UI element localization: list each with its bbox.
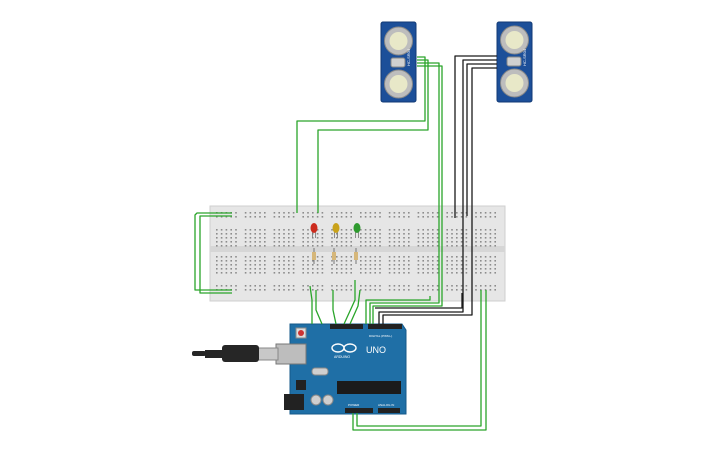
wire-left-rail-2 (199, 215, 232, 294)
usb-cable (192, 345, 279, 362)
wire-led-4 (349, 289, 361, 325)
wire-sensor-left-2 (317, 59, 429, 213)
wire-sensor-left-1 (296, 56, 426, 213)
led-array (310, 223, 361, 238)
atmega-chip (337, 381, 401, 394)
wire-led-5 (309, 285, 313, 324)
wire-sensor-right-2 (378, 59, 497, 324)
board-model-label: UNO (366, 345, 386, 355)
red-led (310, 223, 318, 238)
wire-gnd-rail (375, 293, 463, 309)
wire-led-1 (315, 290, 323, 325)
wire-bottom-loop-1 (356, 290, 482, 427)
power-header-label: POWER (348, 403, 360, 407)
power-jack (284, 394, 304, 410)
wire-sensor-left-3 (369, 62, 440, 324)
ultrasonic-sensor-left: HC-SR04 (380, 21, 417, 103)
digital-header-label: DIGITAL (PWM~) (369, 334, 392, 338)
sensor-left-model-label: HC-SR04 (406, 48, 411, 66)
yellow-led (332, 223, 340, 238)
resistor-3 (354, 248, 358, 264)
breadboard-holes (216, 212, 496, 291)
wire-sensor-right-4 (382, 67, 497, 324)
wire-vcc-rail (365, 296, 431, 324)
board-brand-label: ARDUINO (334, 355, 350, 359)
ultrasonic-sensor-right: HC-SR04 (496, 21, 533, 103)
arduino-logo (331, 343, 357, 353)
wires (194, 55, 497, 431)
wire-sensor-right-gnd-1 (454, 55, 497, 218)
wire-sensor-right-3 (466, 63, 497, 216)
wire-left-rail-1 (194, 212, 232, 291)
resistor-1 (312, 248, 316, 264)
breadboard (209, 205, 506, 302)
arduino-uno-board: UNO ARDUINO DIGITAL (PWM~) ANALOG IN POW… (275, 323, 407, 415)
usb-port (275, 343, 307, 365)
wire-led-3 (343, 280, 356, 325)
resistor-2 (332, 248, 336, 264)
wire-sensor-left-4 (372, 65, 443, 324)
sensor-right-model-label: HC-SR04 (522, 48, 527, 66)
green-led (353, 223, 361, 238)
wire-led-2 (332, 290, 337, 325)
wire-bottom-loop-2 (352, 290, 487, 431)
analog-header-label: ANALOG IN (378, 403, 394, 407)
resistors (312, 248, 358, 264)
